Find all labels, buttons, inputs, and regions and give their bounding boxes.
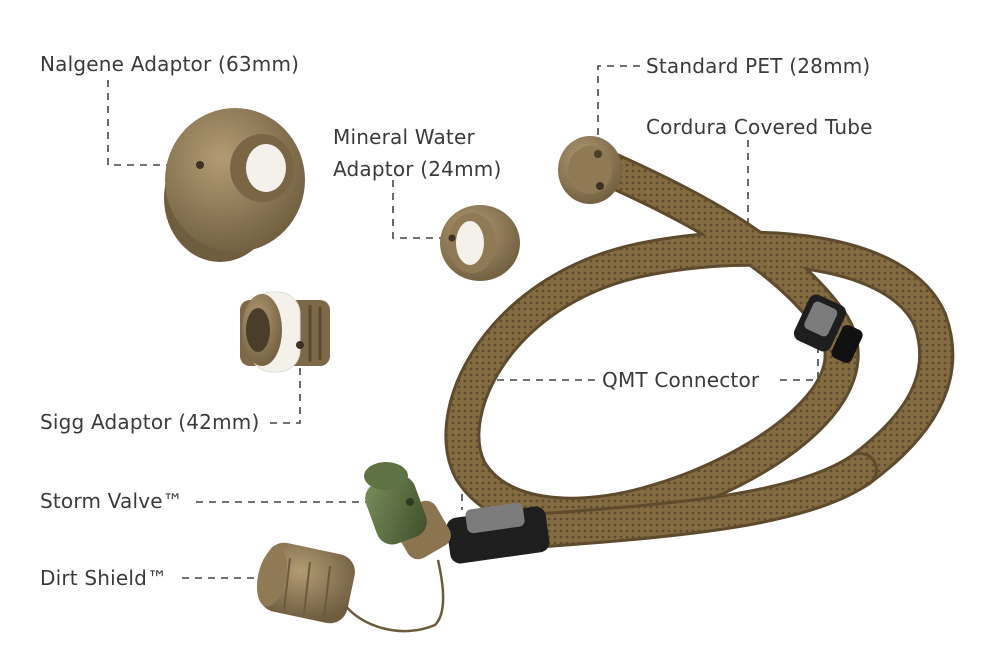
label-mineral-water-line2: Adaptor (24mm) [333, 157, 502, 181]
mineral-water-adaptor [440, 205, 520, 281]
standard-pet-cap [558, 136, 622, 204]
label-cordura-tube: Cordura Covered Tube [646, 115, 873, 139]
label-standard-pet: Standard PET (28mm) [646, 54, 871, 78]
leader-sigg [270, 360, 301, 424]
label-sigg-adaptor: Sigg Adaptor (42mm) [40, 410, 260, 434]
qmt-connector-upper [793, 294, 863, 363]
label-storm-valve: Storm Valve™ [40, 489, 183, 513]
label-mineral-water-line1: Mineral Water [333, 125, 475, 149]
leader-standard-pet [597, 65, 640, 155]
cordura-tube [444, 147, 955, 548]
label-dirt-shield: Dirt Shield™ [40, 566, 168, 590]
sigg-adaptor [240, 291, 330, 373]
dirt-shield [256, 542, 445, 633]
nalgene-adaptor [164, 108, 305, 262]
label-nalgene-adaptor: Nalgene Adaptor (63mm) [40, 52, 300, 76]
label-qmt-connector: QMT Connector [602, 368, 760, 392]
storm-valve [364, 462, 451, 560]
qmt-connector-lower [446, 502, 550, 564]
leader-mineral [392, 180, 450, 239]
